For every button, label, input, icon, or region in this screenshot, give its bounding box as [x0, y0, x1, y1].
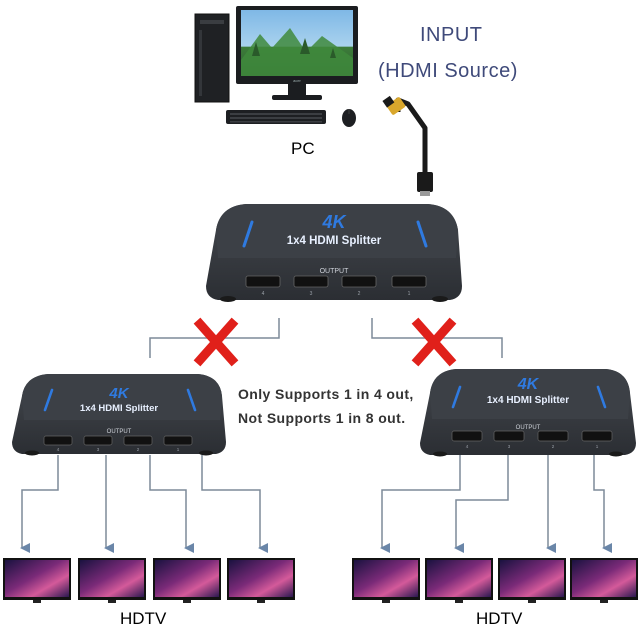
- splitter-output-label: OUTPUT: [516, 425, 541, 431]
- hdmi-cable: [382, 95, 433, 196]
- port-number: 1: [408, 291, 411, 297]
- hdtv-right-group: [352, 558, 638, 603]
- port-number: 1: [177, 447, 180, 452]
- port-number: 2: [358, 291, 361, 297]
- cross-icon: [411, 317, 457, 367]
- left-splitter: 4K 1x4 HDMI Splitter OUTPUT 4 3 2 1: [12, 374, 226, 456]
- port-number: 2: [137, 447, 140, 452]
- splitter-title: 1x4 HDMI Splitter: [80, 403, 158, 414]
- hdtv-icon: [3, 558, 71, 603]
- port-number: 1: [596, 444, 599, 449]
- mouse: [342, 109, 356, 127]
- port-number: 3: [97, 447, 100, 452]
- splitter-logo: 4K: [517, 376, 540, 393]
- hdtv-icon: [570, 558, 638, 603]
- input-sublabel: (HDMI Source): [378, 60, 518, 82]
- cross-icon: [193, 317, 239, 367]
- monitor-brand: acer: [293, 78, 301, 83]
- splitter-logo: 4K: [108, 385, 129, 402]
- port-number: 2: [552, 444, 555, 449]
- port-number: 4: [466, 444, 469, 449]
- hdtv-icon: [425, 558, 493, 603]
- splitter-output-label: OUTPUT: [107, 429, 132, 435]
- support-note-line1: Only Supports 1 in 4 out,: [238, 386, 414, 402]
- hdtv-icon: [78, 558, 146, 603]
- hdtv-left-group: [3, 558, 295, 603]
- splitter-title: 1x4 HDMI Splitter: [287, 235, 382, 247]
- main-splitter: 4K 1x4 HDMI Splitter OUTPUT 4 3 2 1: [206, 204, 462, 302]
- splitter-logo: 4K: [321, 212, 347, 232]
- main-ports: [245, 275, 427, 288]
- hdtv-label-right: HDTV: [476, 609, 523, 628]
- hdtv-icon: [498, 558, 566, 603]
- left-output-arrows: [20, 455, 268, 553]
- hdtv-icon: [153, 558, 221, 603]
- hdtv-icon: [352, 558, 420, 603]
- input-label: INPUT: [420, 24, 483, 46]
- hdtv-icon: [227, 558, 295, 603]
- port-number: 3: [508, 444, 511, 449]
- pc-group: acer: [194, 6, 358, 127]
- pc-label: PC: [291, 139, 315, 158]
- splitter-output-label: OUTPUT: [320, 268, 350, 275]
- hdtv-label-left: HDTV: [120, 609, 167, 628]
- port-number: 4: [262, 291, 265, 297]
- port-number: 4: [57, 447, 60, 452]
- port-number: 3: [310, 291, 313, 297]
- right-splitter: 4K 1x4 HDMI Splitter OUTPUT 4 3 2 1: [420, 369, 636, 457]
- splitter-title: 1x4 HDMI Splitter: [487, 395, 569, 406]
- support-note-line2: Not Supports 1 in 8 out.: [238, 410, 406, 426]
- right-output-arrows: [380, 455, 612, 553]
